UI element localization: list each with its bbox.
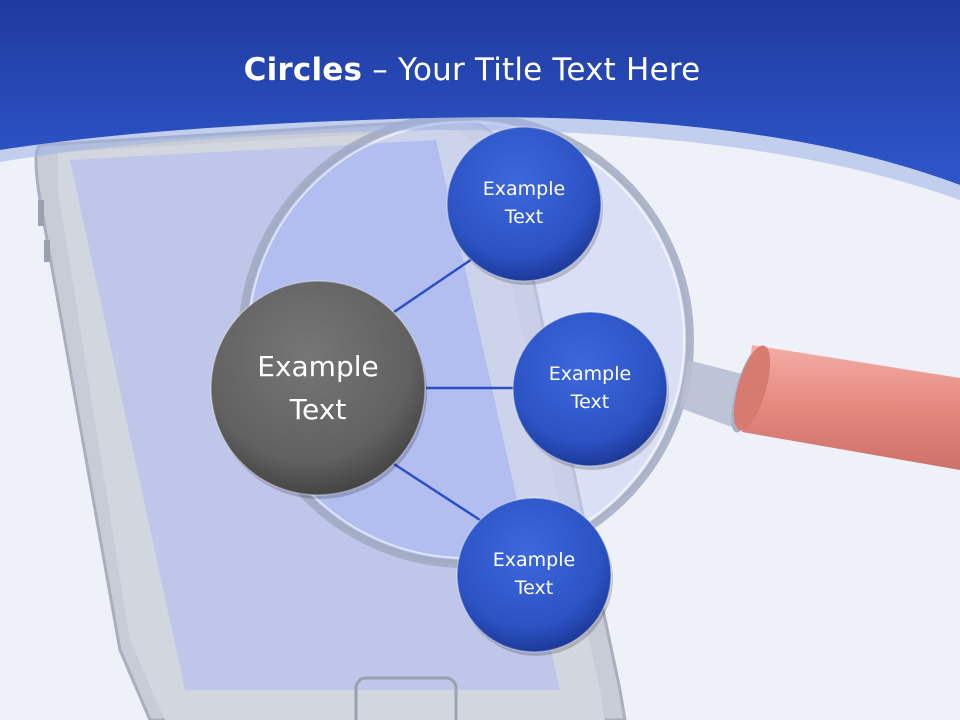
center-circle-label: Example Text <box>257 349 379 426</box>
header-band <box>0 0 960 200</box>
connector-line-1 <box>393 255 476 314</box>
title-bold: Circles <box>243 52 363 88</box>
slide-title: Circles – Your Title Text Here <box>0 52 944 88</box>
title-rest: Your Title Text Here <box>397 52 701 88</box>
node-2-label: Example Text <box>548 363 632 413</box>
node-circle-1 <box>446 126 602 282</box>
center-circle <box>210 280 426 496</box>
connector-line-3 <box>393 462 481 522</box>
node-circle-3 <box>456 497 612 653</box>
node-circle-2 <box>512 311 668 467</box>
title-dash: – <box>362 52 398 88</box>
node-3-label: Example Text <box>492 549 576 599</box>
connectors <box>393 255 513 522</box>
node-1-label: Example Text <box>482 178 566 228</box>
